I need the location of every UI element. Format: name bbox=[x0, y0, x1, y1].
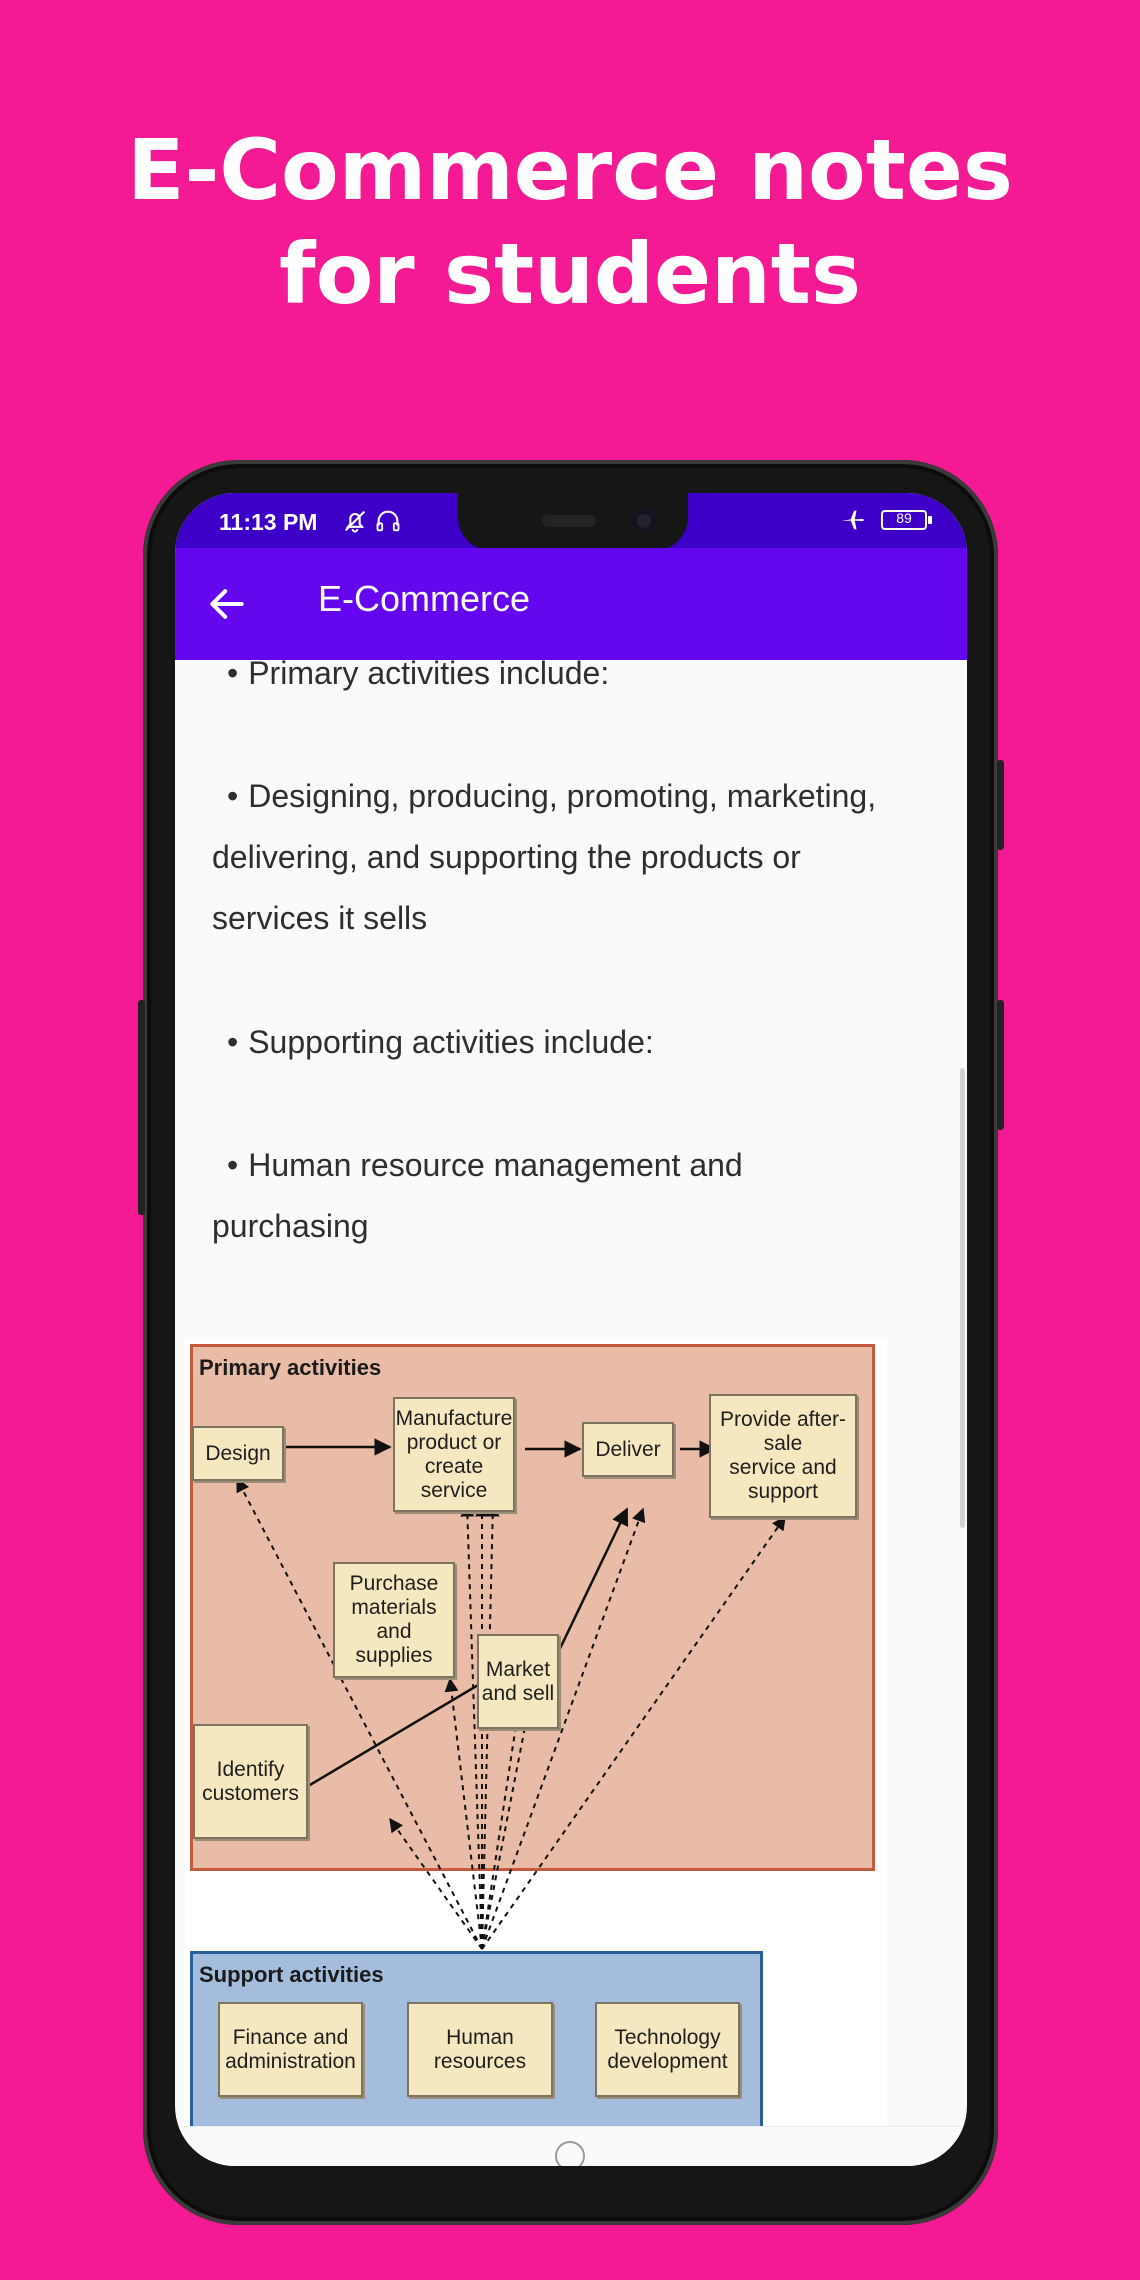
human-resources-box: Human resources bbox=[407, 2002, 553, 2097]
battery-cap bbox=[928, 516, 932, 524]
home-button[interactable] bbox=[555, 2141, 585, 2166]
bullet-supporting-activities: •Supporting activities include: bbox=[227, 1024, 654, 1060]
identify-customers-box: Identify customers bbox=[193, 1724, 308, 1839]
promo-headline-line-2: for students bbox=[279, 225, 861, 323]
status-icons-left bbox=[341, 507, 402, 539]
front-camera bbox=[632, 509, 656, 533]
battery-level: 89 bbox=[896, 510, 912, 526]
notes-content[interactable]: •Primary activities include: •Designing,… bbox=[175, 660, 967, 2126]
battery-icon: 89 bbox=[881, 510, 932, 530]
bullet-human-resource: •Human resource management and purchasin… bbox=[212, 1147, 743, 1244]
promo-headline-line-1: E-Commerce notes bbox=[127, 121, 1013, 219]
primary-activities-label: Primary activities bbox=[199, 1355, 382, 1380]
diagram-arrows bbox=[236, 1438, 786, 1950]
manufacture-box: Manufacture product or create service bbox=[393, 1397, 515, 1512]
navigation-bar bbox=[175, 2126, 967, 2166]
technology-development-box: Technology development bbox=[595, 2002, 740, 2097]
phone-screen: 11:13 PM 89 E-C bbox=[175, 493, 967, 2166]
phone-power-button bbox=[997, 760, 1004, 850]
app-bar: E-Commerce bbox=[175, 548, 967, 660]
bullet-designing-producing: •Designing, producing, promoting, market… bbox=[212, 778, 877, 936]
finance-administration-box: Finance and administration bbox=[218, 2002, 363, 2097]
after-sale-service-box: Provide after-sale service and support bbox=[709, 1394, 857, 1518]
headset-icon bbox=[376, 510, 400, 532]
content-scrollbar[interactable] bbox=[960, 1068, 965, 1528]
support-activities-label: Support activities bbox=[199, 1962, 384, 1987]
bullet-primary-activities: •Primary activities include: bbox=[227, 660, 610, 691]
status-time: 11:13 PM bbox=[219, 509, 318, 535]
back-arrow-icon[interactable] bbox=[205, 582, 249, 626]
status-icons-right: 89 bbox=[838, 506, 932, 538]
earpiece-speaker bbox=[542, 515, 596, 527]
phone-volume-button bbox=[138, 1000, 145, 1215]
deliver-box: Deliver bbox=[582, 1422, 674, 1477]
airplane-icon bbox=[841, 510, 864, 530]
market-and-sell-box: Market and sell bbox=[477, 1634, 559, 1729]
mute-alarm-icon bbox=[344, 510, 366, 533]
value-chain-diagram: Primary activities Support activities bbox=[185, 1339, 887, 2126]
purchase-materials-box: Purchase materials and supplies bbox=[333, 1562, 455, 1678]
phone-alert-slider bbox=[997, 1000, 1004, 1130]
app-bar-title: E-Commerce bbox=[318, 578, 531, 619]
promo-headline: E-Commerce notes for students bbox=[0, 118, 1140, 326]
design-box: Design bbox=[192, 1426, 284, 1481]
